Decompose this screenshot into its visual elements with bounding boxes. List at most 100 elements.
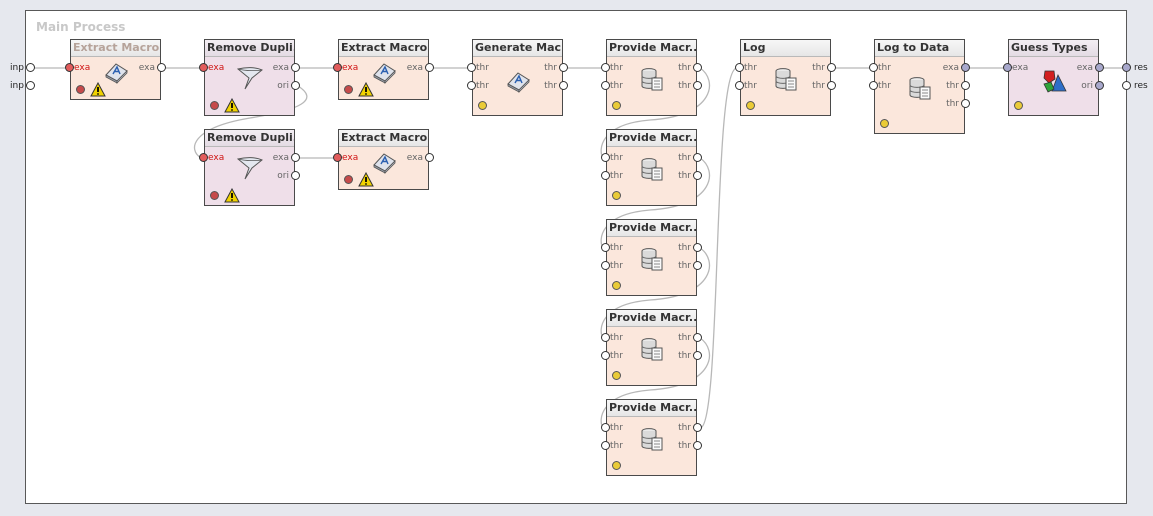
operator-remove-duplicates[interactable]: Remove Dupli... exa exa ori: [204, 39, 295, 116]
input-port[interactable]: [199, 153, 208, 162]
status-ok-indicator: [1014, 101, 1023, 110]
output-port-label: thr: [678, 333, 691, 343]
operator-extract-macro[interactable]: Extract Macro exa exa: [70, 39, 161, 100]
output-port[interactable]: [1095, 63, 1104, 72]
output-port-label: thr: [678, 243, 691, 253]
input-port[interactable]: [333, 63, 342, 72]
operator-provide-macro[interactable]: Provide Macr... thr thr thr thr: [606, 399, 697, 476]
output-port[interactable]: [157, 63, 166, 72]
input-port-label: thr: [610, 171, 623, 181]
operator-log[interactable]: Log thr thr thr thr: [740, 39, 831, 116]
input-port[interactable]: [601, 423, 610, 432]
output-port[interactable]: [693, 441, 702, 450]
input-port[interactable]: [869, 81, 878, 90]
operator-log-to-data[interactable]: Log to Data thr thr exa thr thr: [874, 39, 965, 134]
input-port[interactable]: [467, 63, 476, 72]
process-result-port[interactable]: [1122, 81, 1131, 90]
operator-provide-macro[interactable]: Provide Macr... thr thr thr thr: [606, 219, 697, 296]
input-port[interactable]: [601, 81, 610, 90]
output-port[interactable]: [425, 63, 434, 72]
output-port[interactable]: [961, 99, 970, 108]
output-port[interactable]: [693, 351, 702, 360]
input-port-label: thr: [878, 63, 891, 73]
input-port-label: thr: [610, 261, 623, 271]
output-port-label: thr: [812, 63, 825, 73]
input-port[interactable]: [601, 243, 610, 252]
output-port[interactable]: [827, 63, 836, 72]
output-port[interactable]: [291, 171, 300, 180]
macro-icon: [504, 69, 532, 93]
process-result-port[interactable]: [1122, 63, 1131, 72]
output-port[interactable]: [693, 261, 702, 270]
operator-provide-macro[interactable]: Provide Macr... thr thr thr thr: [606, 39, 697, 116]
output-port-label: thr: [678, 153, 691, 163]
output-port[interactable]: [693, 171, 702, 180]
database-icon: [638, 157, 666, 181]
operator-remove-duplicates[interactable]: Remove Dupli... exa exa ori: [204, 129, 295, 206]
output-port-label: thr: [678, 171, 691, 181]
input-port-label: thr: [610, 243, 623, 253]
operator-guess-types[interactable]: Guess Types exa exa ori: [1008, 39, 1099, 116]
output-port[interactable]: [693, 153, 702, 162]
output-port[interactable]: [961, 63, 970, 72]
output-port[interactable]: [693, 423, 702, 432]
output-port-label: thr: [678, 423, 691, 433]
status-ok-indicator: [880, 119, 889, 128]
input-port[interactable]: [467, 81, 476, 90]
operator-title: Remove Dupli...: [205, 130, 294, 147]
input-port[interactable]: [601, 351, 610, 360]
database-icon: [638, 67, 666, 91]
output-port[interactable]: [291, 81, 300, 90]
status-ok-indicator: [612, 371, 621, 380]
macro-icon: [370, 150, 398, 174]
operator-generate-macro[interactable]: Generate Mac... thr thr thr thr: [472, 39, 563, 116]
status-ok-indicator: [478, 101, 487, 110]
operator-provide-macro[interactable]: Provide Macr... thr thr thr thr: [606, 129, 697, 206]
status-error-indicator: [76, 85, 85, 94]
output-port[interactable]: [559, 63, 568, 72]
output-port[interactable]: [693, 63, 702, 72]
output-port[interactable]: [693, 81, 702, 90]
output-port[interactable]: [425, 153, 434, 162]
input-port[interactable]: [199, 63, 208, 72]
macro-icon: [370, 60, 398, 84]
status-ok-indicator: [612, 461, 621, 470]
output-port[interactable]: [693, 243, 702, 252]
output-port[interactable]: [291, 153, 300, 162]
input-port[interactable]: [333, 153, 342, 162]
input-port[interactable]: [601, 63, 610, 72]
funnel-icon: [236, 156, 264, 180]
input-port[interactable]: [601, 153, 610, 162]
output-port-label: exa: [406, 63, 423, 73]
input-port-label: thr: [476, 81, 489, 91]
input-port-label: thr: [610, 63, 623, 73]
operator-extract-macro[interactable]: Extract Macro ... exa exa: [338, 39, 429, 100]
input-port[interactable]: [601, 441, 610, 450]
input-port[interactable]: [601, 171, 610, 180]
input-port-label: exa: [342, 63, 359, 73]
input-port[interactable]: [601, 333, 610, 342]
input-port[interactable]: [735, 81, 744, 90]
input-port[interactable]: [601, 261, 610, 270]
input-port[interactable]: [869, 63, 878, 72]
output-port[interactable]: [827, 81, 836, 90]
input-port[interactable]: [65, 63, 74, 72]
input-port[interactable]: [735, 63, 744, 72]
output-port[interactable]: [693, 333, 702, 342]
input-port[interactable]: [1003, 63, 1012, 72]
output-port-label: exa: [406, 153, 423, 163]
output-port[interactable]: [1095, 81, 1104, 90]
output-port[interactable]: [961, 81, 970, 90]
input-port-label: exa: [1012, 63, 1029, 73]
operator-extract-macro[interactable]: Extract Macro ... exa exa: [338, 129, 429, 190]
warning-icon: [358, 82, 374, 97]
operator-title: Extract Macro: [71, 40, 160, 57]
process-input-port[interactable]: [26, 81, 35, 90]
process-input-port[interactable]: [26, 63, 35, 72]
output-port[interactable]: [559, 81, 568, 90]
operator-provide-macro[interactable]: Provide Macr... thr thr thr thr: [606, 309, 697, 386]
output-port[interactable]: [291, 63, 300, 72]
process-title: Main Process: [36, 20, 126, 34]
output-port-label: thr: [946, 81, 959, 91]
process-input-port-label: inp: [10, 63, 24, 73]
